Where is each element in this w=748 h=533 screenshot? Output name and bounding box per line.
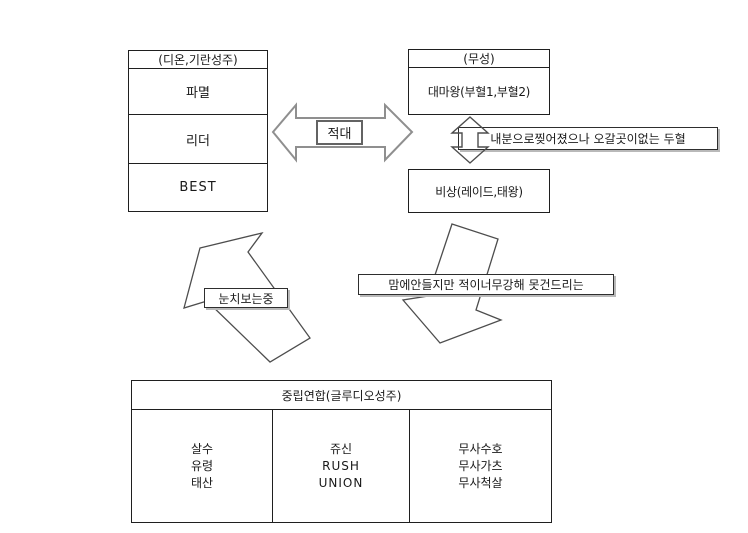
neutral-alliance-body: 살수 유령 태산 쥬신 RUSH UNION 무사수호 무사가츠 무사척살: [132, 410, 551, 522]
hostility-relation-label: 적대: [316, 120, 363, 145]
clan-name: 비상(레이드,태왕): [435, 184, 523, 199]
neutral-alliance-table: 중립연합(글루디오성주) 살수 유령 태산 쥬신 RUSH UNION 무사수호…: [131, 380, 552, 523]
watching-relation-label: 눈치보는중: [204, 288, 288, 308]
alliance-column: 무사수호 무사가츠 무사척살: [410, 410, 551, 522]
neutral-alliance-header: 중립연합(글루디오성주): [132, 381, 551, 410]
clan-name: 파멸: [129, 69, 267, 115]
split-relation-label: 내분으로찢어졌으나 오갈곳이없는 두혈: [458, 127, 718, 150]
alliance-column: 살수 유령 태산: [132, 410, 273, 522]
clan-name: 무사가츠: [458, 458, 503, 473]
clan-name: 태산: [190, 475, 214, 490]
faction-box-dion-giran: (디온,기란성주) 파멸 리더 BEST: [128, 50, 268, 212]
faction-header: (디온,기란성주): [129, 51, 267, 69]
faction-box-museong: (무성) 대마왕(부혈1,부혈2): [408, 49, 550, 115]
clan-name: 살수: [190, 441, 214, 456]
clan-name: 쥬신: [329, 441, 353, 456]
fear-relation-label: 맘에안들지만 적이너무강해 못건드리는: [358, 274, 614, 295]
alliance-column: 쥬신 RUSH UNION: [273, 410, 410, 522]
clan-name: 무사척살: [458, 475, 503, 490]
clan-name: 유령: [190, 458, 214, 473]
clan-name: UNION: [318, 475, 364, 490]
faction-header: (무성): [409, 50, 549, 68]
clan-name: 리더: [129, 115, 267, 164]
clan-name: 무사수호: [458, 441, 503, 456]
clan-name: RUSH: [322, 458, 360, 473]
faction-box-bisang: 비상(레이드,태왕): [408, 169, 550, 213]
clan-name: BEST: [179, 180, 217, 195]
clan-name: 대마왕(부혈1,부혈2): [427, 84, 531, 99]
